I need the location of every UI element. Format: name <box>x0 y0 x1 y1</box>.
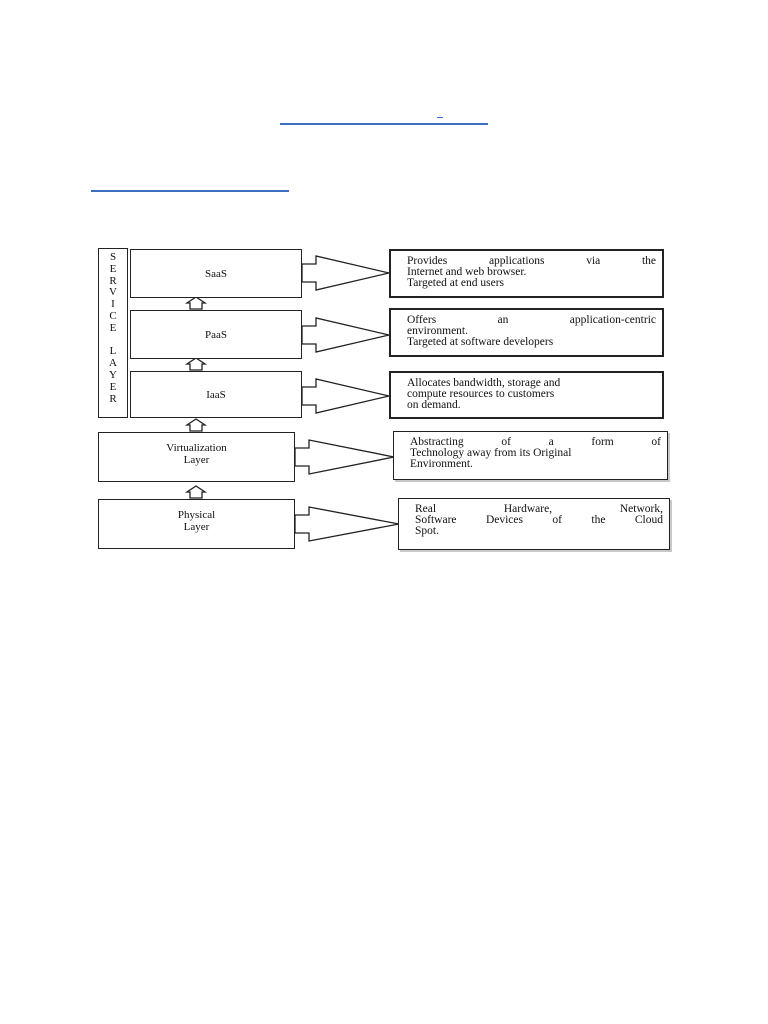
virtualization-description-box: Abstracting of a form of Technology away… <box>393 431 668 480</box>
physical-desc-line-3: Spot. <box>415 525 439 537</box>
iaas-label: IaaS <box>206 388 226 401</box>
physical-desc-line-1: Real Hardware, Network, <box>415 503 663 515</box>
iaas-desc-line-2: compute resources to customers <box>407 388 555 400</box>
service-letter: Y <box>109 368 117 381</box>
arrow-paas <box>301 317 390 353</box>
iaas-layer-box: IaaS <box>130 371 302 418</box>
physical-desc-line-2: Software Devices of the Cloud <box>415 514 663 526</box>
iaas-desc-line-1: Allocates bandwidth, storage and <box>407 377 561 389</box>
header-link-dash <box>437 117 443 118</box>
service-letter: R <box>109 392 117 405</box>
physical-label-2: Layer <box>183 521 210 533</box>
arrow-iaas <box>301 378 390 414</box>
paas-desc-line-1: Offers an application-centric <box>407 314 656 326</box>
service-letter: S <box>109 251 117 263</box>
saas-desc-line-1: Provides applications via the <box>407 255 656 267</box>
virtualization-label-1: Virtualization <box>166 442 227 454</box>
up-arrow-iaas-paas <box>184 357 208 371</box>
service-letter: E <box>109 321 117 334</box>
service-letter: I <box>111 298 115 311</box>
saas-description-box: Provides applications via the Internet a… <box>389 249 664 298</box>
saas-layer-box: SaaS <box>130 249 302 298</box>
saas-desc-line-3: Targeted at end users <box>407 277 505 289</box>
up-arrow-paas-saas <box>184 296 208 310</box>
up-arrow-virt-iaas <box>184 418 208 432</box>
physical-label-1: Physical <box>177 509 216 521</box>
service-letter: E <box>109 262 117 275</box>
service-letter: R <box>109 274 117 287</box>
virtualization-desc-line-2: Technology away from its Original <box>410 447 572 459</box>
iaas-desc-line-3: on demand. <box>407 399 461 411</box>
service-letter: L <box>109 345 117 358</box>
up-arrow-phys-virt <box>184 485 208 499</box>
service-letter: E <box>109 380 117 393</box>
arrow-physical <box>294 506 400 542</box>
physical-description-box: Real Hardware, Network, Software Devices… <box>398 498 670 550</box>
header-link-underline[interactable] <box>280 123 488 125</box>
section-link-underline[interactable] <box>91 190 289 192</box>
paas-desc-line-2: environment. <box>407 325 468 337</box>
virtualization-desc-line-3: Environment. <box>410 458 473 470</box>
service-letter: V <box>109 286 117 299</box>
paas-layer-box: PaaS <box>130 310 302 359</box>
saas-label: SaaS <box>205 267 227 280</box>
arrow-saas <box>301 255 390 291</box>
virtualization-layer-box: Virtualization Layer <box>98 432 295 482</box>
virtualization-desc-line-1: Abstracting of a form of <box>410 436 661 448</box>
service-layer-bar: S E R V I C E L A Y E R <box>98 248 128 418</box>
service-letter: C <box>109 309 117 322</box>
paas-desc-line-3: Targeted at software developers <box>407 336 554 348</box>
iaas-description-box: Allocates bandwidth, storage and compute… <box>389 371 664 419</box>
saas-desc-line-2: Internet and web browser. <box>407 266 527 278</box>
physical-layer-box: Physical Layer <box>98 499 295 549</box>
virtualization-label-2: Layer <box>183 454 210 466</box>
paas-label: PaaS <box>205 328 227 341</box>
paas-description-box: Offers an application-centric environmen… <box>389 308 664 357</box>
service-letter: A <box>109 357 117 370</box>
arrow-virtualization <box>294 439 395 475</box>
